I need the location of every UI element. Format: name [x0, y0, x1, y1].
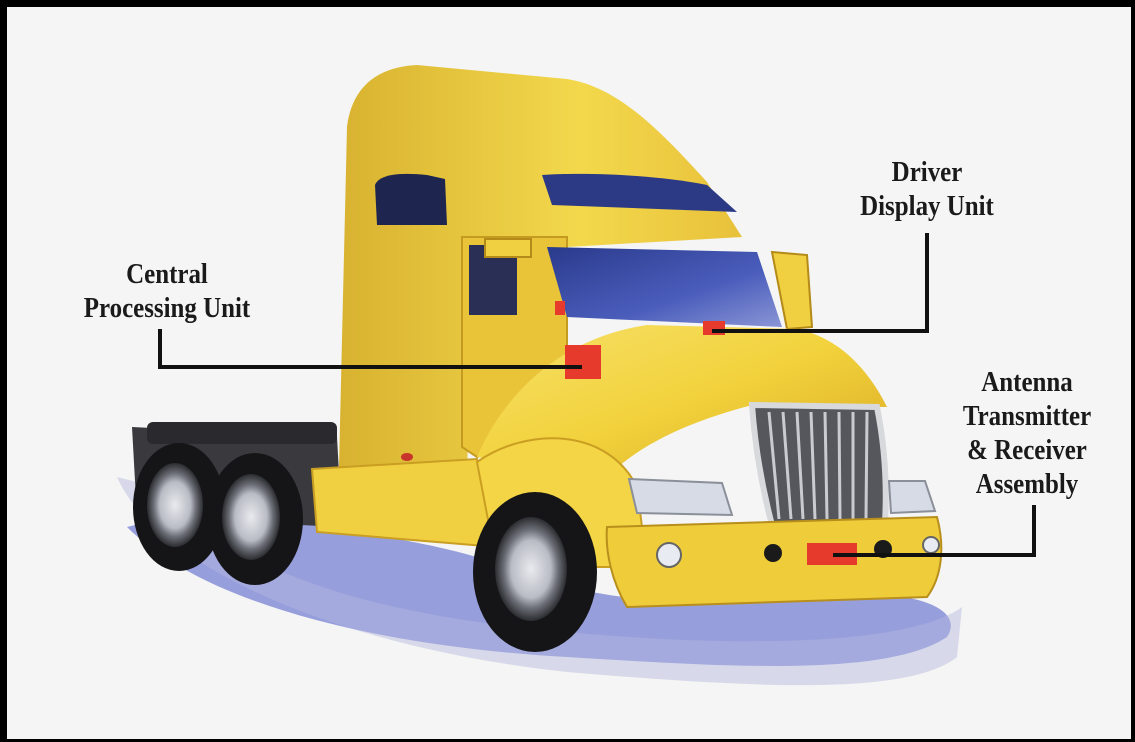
label-antenna-assembly: Antenna Transmitter & Receiver Assembly — [941, 365, 1113, 501]
label-line: Display Unit — [815, 189, 1039, 223]
front-bumper — [607, 517, 942, 607]
front-wheel — [473, 492, 597, 652]
cpu-marker — [565, 345, 601, 379]
label-line: Processing Unit — [47, 291, 288, 325]
sleeper-window — [375, 174, 447, 225]
windshield — [547, 247, 782, 327]
small-dash-marker — [555, 301, 565, 315]
label-line: Antenna — [941, 365, 1113, 399]
left-headlight — [629, 479, 732, 515]
label-line: Assembly — [941, 467, 1113, 501]
fog-light-left — [657, 543, 681, 567]
fifth-wheel — [147, 422, 337, 444]
right-headlight — [889, 481, 935, 513]
side-marker-light — [401, 453, 413, 461]
bumper-hole-1 — [764, 544, 782, 562]
label-line: & Receiver — [941, 433, 1113, 467]
label-driver-display-unit: Driver Display Unit — [815, 155, 1039, 223]
mirror-arm — [485, 239, 531, 257]
label-central-processing-unit: Central Processing Unit — [47, 257, 288, 325]
side-skirt — [312, 459, 497, 547]
label-line: Central — [47, 257, 288, 291]
label-line: Driver — [815, 155, 1039, 189]
label-line: Transmitter — [941, 399, 1113, 433]
fog-light-right — [923, 537, 939, 553]
rear-wheel-2 — [207, 453, 303, 585]
